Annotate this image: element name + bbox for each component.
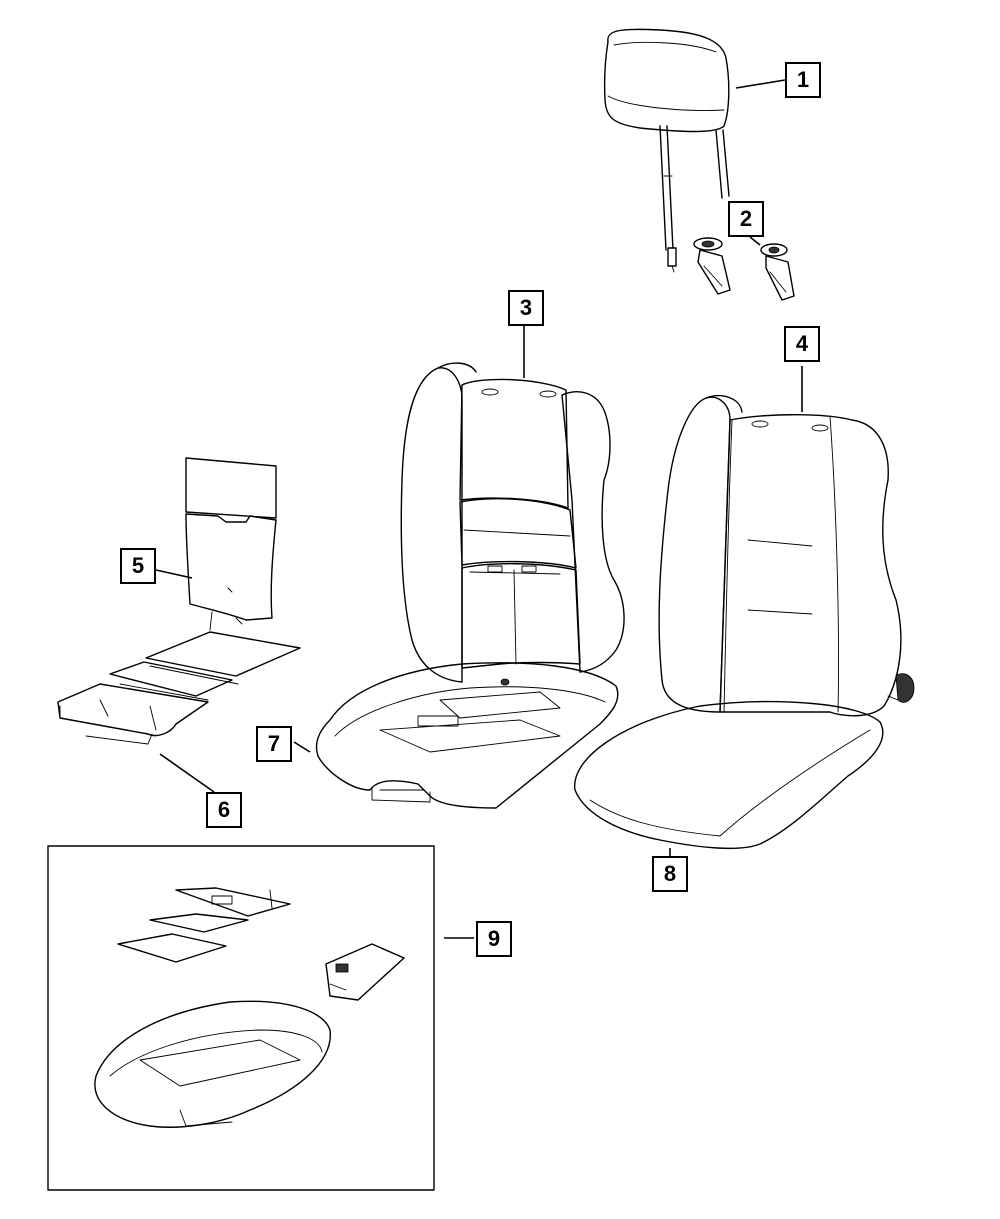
headrest[interactable] (603, 28, 730, 273)
callout-4[interactable]: 4 (784, 326, 820, 362)
callout-3-label: 3 (519, 295, 533, 320)
callout-6[interactable]: 6 (206, 792, 242, 828)
callout-7-label: 7 (267, 731, 281, 756)
callout-4-label: 4 (795, 331, 809, 356)
callout-7[interactable]: 7 (256, 726, 292, 762)
leader-lines (155, 79, 803, 939)
cushion-frame[interactable] (315, 662, 619, 809)
callout-3[interactable]: 3 (508, 290, 544, 326)
callout-9-label: 9 (487, 926, 501, 951)
headrest-guides[interactable] (693, 237, 795, 301)
inset-frame (47, 845, 435, 1191)
seat-back-assembly[interactable] (658, 394, 915, 717)
callout-8[interactable]: 8 (652, 856, 688, 892)
cushion-heater-mat[interactable] (57, 631, 301, 745)
callout-6-label: 6 (217, 797, 231, 822)
heater-kit[interactable] (94, 887, 405, 1128)
seat-back-frame[interactable] (400, 362, 625, 683)
callout-5[interactable]: 5 (120, 548, 156, 584)
back-heater-mat[interactable] (185, 457, 277, 631)
callout-1[interactable]: 1 (785, 62, 821, 98)
seat-cushion-assembly[interactable] (574, 700, 884, 850)
callout-9[interactable]: 9 (476, 921, 512, 957)
callout-2[interactable]: 2 (728, 201, 764, 237)
callout-2-label: 2 (739, 206, 753, 231)
callout-5-label: 5 (131, 553, 145, 578)
callout-1-label: 1 (796, 67, 810, 92)
callout-8-label: 8 (663, 861, 677, 886)
